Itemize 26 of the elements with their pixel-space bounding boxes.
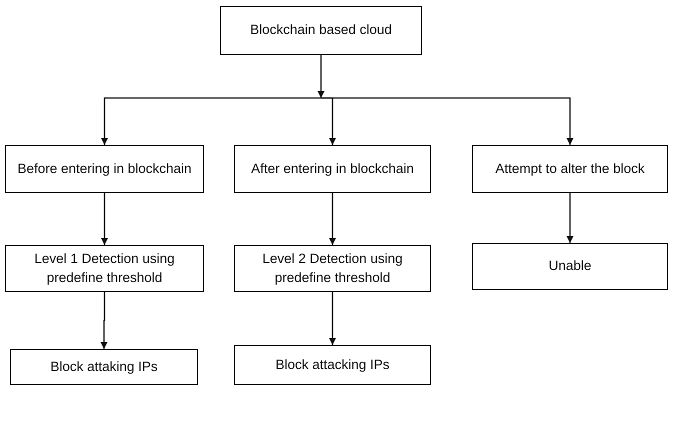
process-box	[472, 243, 668, 290]
box-label: After entering in blockchain	[251, 160, 414, 178]
process-box	[472, 145, 668, 193]
process-box	[220, 6, 422, 55]
arrow	[329, 193, 336, 245]
box-label: Block attaking IPs	[50, 358, 158, 376]
process-box	[234, 145, 431, 193]
arrow	[566, 193, 574, 243]
arrow	[329, 292, 336, 345]
arrow	[100, 292, 108, 349]
box-label: Attempt to alter the block	[495, 160, 645, 178]
box-label: Blockchain based cloud	[250, 21, 392, 40]
box-label: Unable	[548, 257, 592, 276]
process-box	[5, 245, 204, 292]
process-box	[5, 145, 204, 193]
arrow	[101, 193, 108, 245]
process-box	[234, 245, 431, 292]
box-label: Before entering in blockchain	[17, 160, 192, 178]
box-label: Block attacking IPs	[275, 356, 390, 374]
arrow	[318, 55, 324, 98]
box-label: Level 2 Detection using predefine threshold	[261, 250, 404, 287]
process-box	[10, 349, 198, 385]
process-box	[234, 345, 431, 385]
arrow	[101, 97, 321, 145]
arrow	[321, 97, 574, 145]
box-label: Level 1 Detection using predefine threshold	[33, 250, 176, 287]
